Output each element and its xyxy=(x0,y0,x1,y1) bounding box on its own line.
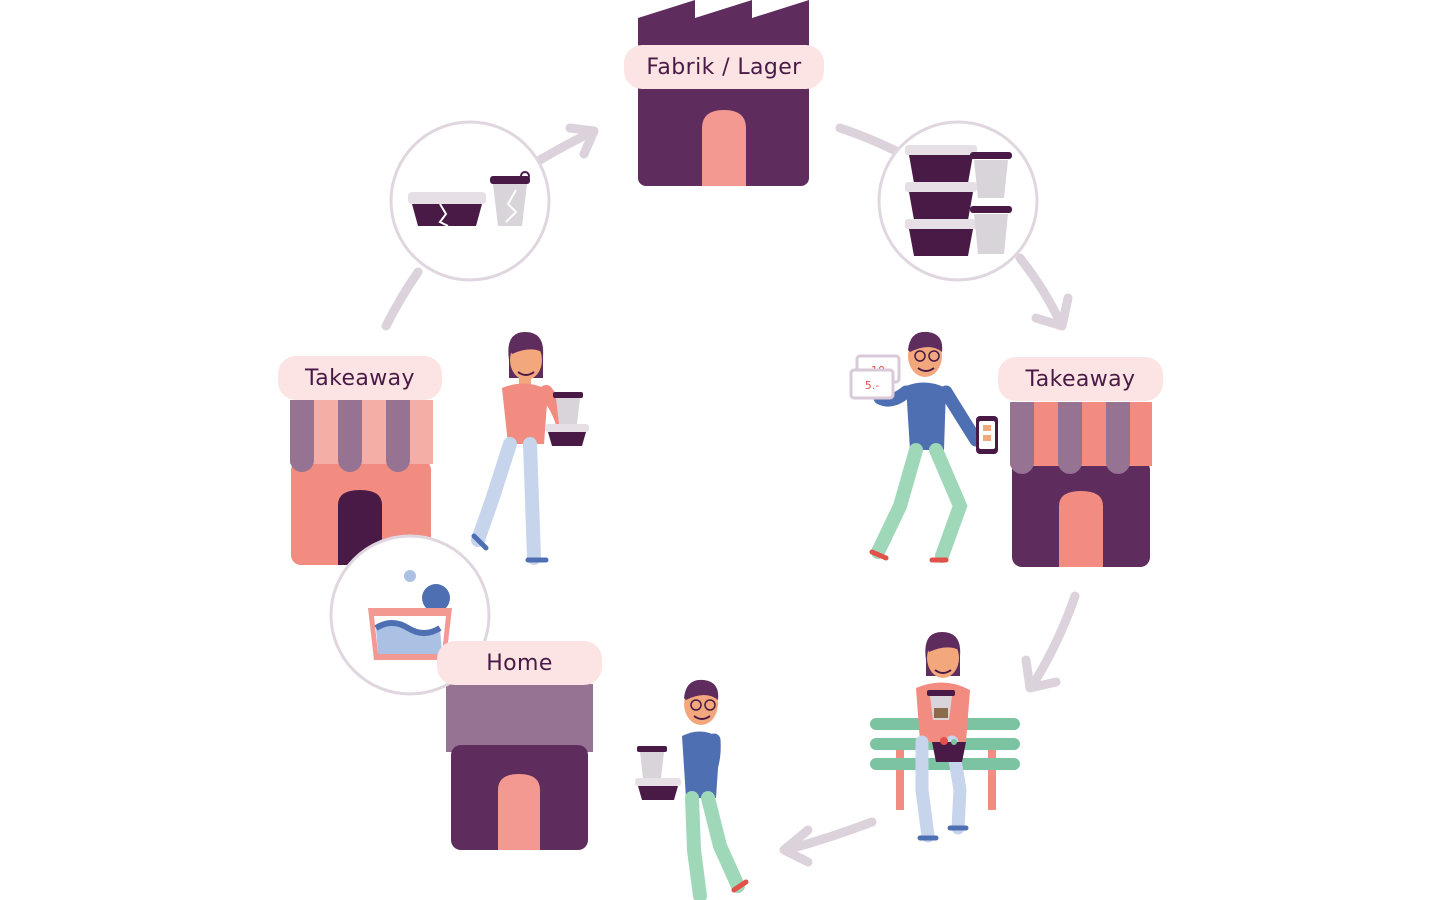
arrow-head-bench xyxy=(1021,655,1061,693)
arrow-takeaway-to-recycle xyxy=(381,267,423,331)
man-walking-home xyxy=(635,679,749,900)
woman-returning-container xyxy=(471,332,589,565)
container-stack-icon xyxy=(905,145,1012,256)
cycle-arrows xyxy=(381,123,1080,867)
voucher-value-bottom: 5.- xyxy=(865,379,879,392)
arrow-bench-to-walker xyxy=(781,817,877,855)
label-factory: Fabrik / Lager xyxy=(624,45,824,89)
label-takeaway-right: Takeaway xyxy=(998,357,1163,401)
wash-basin-icon xyxy=(368,570,452,660)
arrow-factory-to-containers xyxy=(835,123,903,157)
label-home: Home xyxy=(437,641,602,685)
arrow-head-factory xyxy=(565,123,599,159)
arrow-head-walker xyxy=(779,825,813,867)
arrow-containers-to-takeaway xyxy=(1015,253,1065,327)
bench-scene xyxy=(870,632,1020,843)
broken-containers-circle xyxy=(389,120,551,282)
awning-left xyxy=(290,400,433,472)
voucher-icon: 10 5.- xyxy=(849,354,901,400)
man-with-voucher: 10 5.- xyxy=(849,331,998,563)
label-takeaway-left: Takeaway xyxy=(278,356,442,400)
home-building xyxy=(446,684,593,850)
arrow-takeaway-to-bench xyxy=(1027,591,1080,691)
takeaway-right-shop xyxy=(1010,402,1152,567)
awning-right xyxy=(1010,402,1152,474)
factory-building xyxy=(638,0,809,186)
broken-container-icon xyxy=(408,171,530,227)
stacked-containers-circle xyxy=(877,120,1039,282)
arrow-head-takeaway-right xyxy=(1031,293,1073,331)
phone-icon xyxy=(976,416,998,454)
